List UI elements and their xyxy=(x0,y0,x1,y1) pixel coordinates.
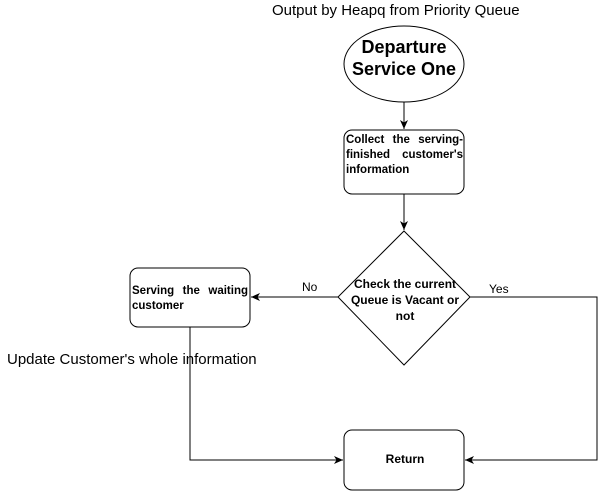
collect-node-label: Collect the serving-finished customer's … xyxy=(346,134,463,176)
decision-node-label: Check the current Queue is Vacant or not xyxy=(350,277,460,323)
edge-label-no: No xyxy=(302,280,318,294)
edge-serving-to-return xyxy=(189,327,343,464)
start-node-label: Departure Service One xyxy=(351,37,457,79)
return-box xyxy=(343,429,465,491)
return-node-label: Return xyxy=(385,452,425,466)
edge-decision-yes xyxy=(465,296,598,464)
side-note: Update Customer's whole information xyxy=(7,351,257,368)
diagram-title: Output by Heapq from Priority Queue xyxy=(272,2,520,19)
edge-label-yes: Yes xyxy=(489,282,509,296)
serving-node-label: Serving the waiting customer xyxy=(132,285,248,312)
decision-diamond xyxy=(337,230,471,366)
